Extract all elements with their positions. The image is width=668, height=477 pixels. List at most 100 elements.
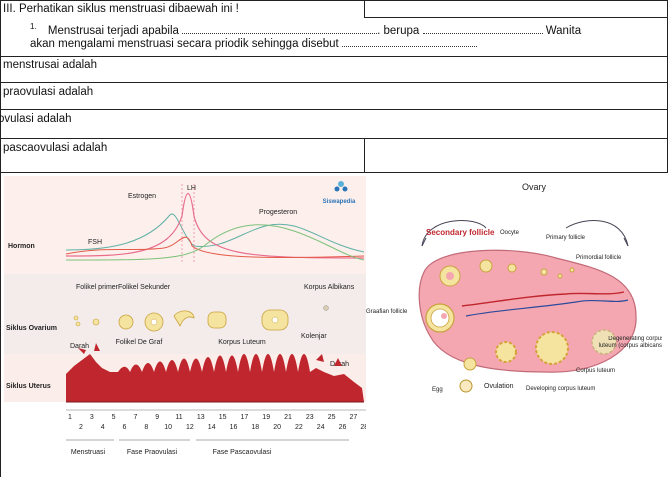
- day-label: 22: [295, 424, 303, 431]
- follicle-icon: [569, 267, 575, 273]
- question-title: III. Perhatikan siklus menstruasi dibaew…: [3, 3, 239, 15]
- egg-label: Egg: [432, 387, 443, 393]
- primordial-follicle-label: Primordial follicle: [576, 255, 622, 261]
- folikel-primer-label: Folikel primer: [76, 284, 119, 291]
- row-ovulasi: ovulasi adalah: [0, 113, 72, 125]
- question-text-c: Wanita: [545, 24, 582, 37]
- follicle-icon: [271, 316, 279, 324]
- ruptured-follicle-icon: [463, 357, 477, 371]
- day-label: 10: [164, 424, 172, 431]
- ovary-figure: Ovary Secondary follicle Oocyte Primary …: [366, 182, 662, 393]
- hormone-band: [4, 176, 366, 274]
- phase-pascaovulasi-label: Fase Pascaovulasi: [213, 449, 272, 456]
- day-label: 9: [155, 414, 159, 421]
- lh-label: LH: [187, 185, 196, 192]
- day-labels-even: 24681012141618202224262824: [79, 424, 366, 431]
- ovary-body: [418, 249, 637, 373]
- uterus-row-label: Siklus Uterus: [6, 383, 51, 390]
- blood-vessel: [461, 291, 625, 307]
- table-border-left: [0, 0, 1, 477]
- corpus-albicans-icon: [323, 305, 329, 311]
- folikel-sekunder-label: Folikel Sekunder: [118, 284, 171, 291]
- developing-corpus-luteum-icon: [495, 341, 517, 363]
- oocyte-label: Oocyte: [500, 230, 520, 236]
- day-label: 15: [219, 414, 227, 421]
- day-label: 16: [230, 424, 238, 431]
- follicle-icon: [118, 314, 134, 330]
- row-menstruasi: menstrusai adalah: [3, 59, 97, 71]
- day-label: 20: [273, 424, 281, 431]
- day-label: 5: [112, 414, 116, 421]
- day-label: 28: [360, 424, 366, 431]
- row-pascaovulasi: pascaovulasi adalah: [3, 142, 108, 154]
- degenerating-label: Degenerating corpus luteum (corpus albic…: [598, 336, 662, 349]
- phase-menstruasi-label: Menstruasi: [71, 449, 106, 456]
- menstrual-cycle-figure: Siswapedia Estrogen LH Progesteron FSH H…: [4, 176, 366, 456]
- day-label: 4: [101, 424, 105, 431]
- ruptured-follicle-icon: [173, 310, 195, 327]
- day-label: 26: [339, 424, 347, 431]
- ovulation-label: Ovulation: [484, 383, 514, 390]
- question-text-a: Menstrusai terjadi apabila: [47, 24, 179, 37]
- day-label: 1: [68, 414, 72, 421]
- day-label: 3: [90, 414, 94, 421]
- day-label: 12: [186, 424, 194, 431]
- korpus-albikans-label: Korpus Albikans: [304, 284, 355, 291]
- uterus-lining-shape: [66, 354, 364, 402]
- ovarium-row-label: Siklus Ovarium: [6, 325, 57, 332]
- brand-logo: Siswapedia: [323, 181, 356, 205]
- oocyte-icon: [150, 318, 158, 326]
- day-label: 27: [350, 414, 358, 421]
- question-text-b: . berupa: [377, 24, 420, 37]
- table-border-top: [0, 0, 668, 1]
- developing-corpus-luteum-label: Developing corpus luteum: [526, 386, 595, 392]
- day-labels-odd: 1357911131517192123252713: [68, 414, 358, 421]
- question-text-d: akan mengalami menstruasi secara priodik…: [30, 38, 339, 50]
- day-label: 13: [197, 414, 205, 421]
- day-label: 23: [306, 414, 314, 421]
- primary-follicle-label: Primary follicle: [546, 235, 586, 241]
- day-label: 8: [144, 424, 148, 431]
- table-line: [364, 138, 365, 172]
- lh-curve: [65, 193, 365, 259]
- korpus-luteum-label: Korpus Luteum: [218, 339, 266, 346]
- blood-vessel: [465, 299, 629, 317]
- fsh-label: FSH: [88, 239, 102, 246]
- question-line-2: akan mengalami menstruasi secara priodik…: [30, 37, 477, 51]
- day-label: 7: [133, 414, 137, 421]
- ovary-bracket: [421, 220, 629, 247]
- day-label: 24: [317, 424, 325, 431]
- corpus-luteum-icon: [535, 331, 569, 365]
- follicle-icon: [507, 263, 517, 273]
- progesteron-label: Progesteron: [259, 209, 297, 216]
- day-label: 11: [175, 414, 182, 421]
- follicle-icon: [75, 321, 81, 327]
- table-line: [364, 0, 365, 17]
- degenerating-label-box: Degenerating corpus luteum (corpus albic…: [598, 336, 662, 349]
- item-number: 1.: [30, 22, 37, 31]
- blank-field[interactable]: [341, 37, 477, 47]
- day-label: 14: [208, 424, 216, 431]
- follicle-icon: [92, 318, 100, 326]
- brand-name: Siswapedia: [323, 199, 356, 205]
- fsh-curve: [65, 236, 365, 259]
- day-label: 19: [262, 414, 270, 421]
- table-line: [0, 82, 668, 83]
- progesteron-curve: [65, 224, 365, 261]
- day-label: 18: [251, 424, 259, 431]
- day-label: 21: [284, 414, 292, 421]
- day-label: 2: [79, 424, 83, 431]
- darah-left-label: Darah: [70, 343, 89, 350]
- estrogen-label: Estrogen: [128, 193, 156, 200]
- row-praovulasi: praovulasi adalah: [3, 86, 94, 98]
- follicle-icon: [73, 315, 79, 321]
- oocyte-icon: [446, 272, 454, 280]
- blank-field[interactable]: [182, 24, 378, 34]
- blank-field[interactable]: [422, 24, 543, 34]
- table-line: [0, 56, 668, 57]
- corpus-luteum-label: Corpus luteum: [576, 368, 615, 374]
- follicle-icon: [540, 268, 548, 276]
- graafian-follicle-label: Graafian follicle: [366, 309, 408, 315]
- day-label: 17: [241, 414, 249, 421]
- egg-icon: [459, 379, 473, 393]
